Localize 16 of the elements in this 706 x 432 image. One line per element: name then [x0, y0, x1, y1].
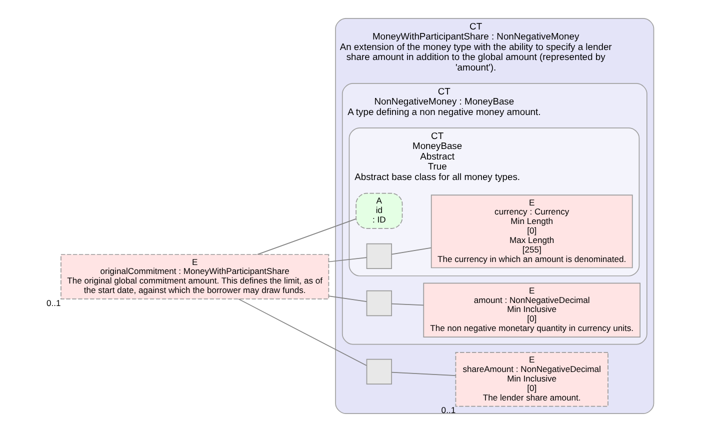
node-label: 0..1	[440, 405, 456, 416]
node-box	[366, 243, 392, 270]
node-label: 0..1	[46, 298, 60, 308]
connector	[328, 257, 366, 262]
node-box: A id : ID	[355, 192, 402, 229]
connector	[390, 247, 431, 255]
connector	[390, 303, 424, 306]
node-box: E shareAmount : NonNegativeDecimal Min Inclusive [0] The lender share amount.	[454, 352, 608, 407]
connector	[328, 296, 366, 302]
connector	[238, 298, 366, 366]
node-box: E currency : Currency Min Length [0] Max Length [255] The currency in which an amount is denominated.	[430, 194, 632, 268]
node-box: E amount : NonNegativeDecimal Min Inclusive [0] The non negative monetary quantity in currency units.	[422, 282, 640, 338]
node-box	[366, 358, 392, 384]
node-box	[366, 290, 392, 316]
connector	[390, 372, 456, 376]
node-box: E originalCommitment : MoneyWithParticipantShare The original global commitment amount. This defines the limit, as of the start date, against which the borrower may draw funds.	[60, 254, 329, 300]
